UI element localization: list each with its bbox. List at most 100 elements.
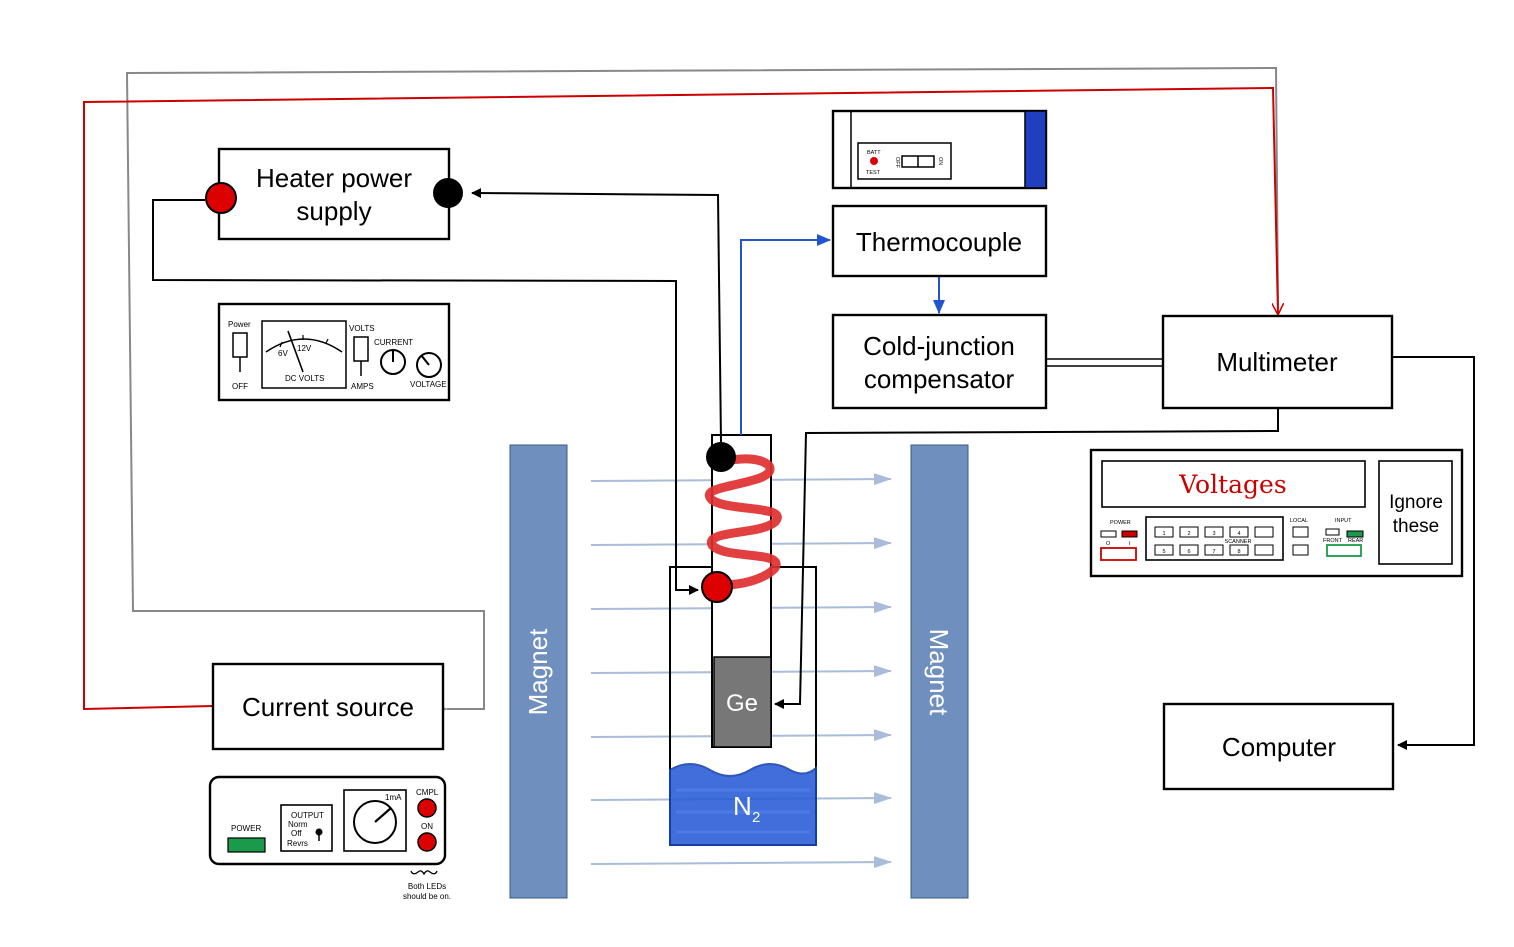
coil-bottom-terminal	[701, 571, 733, 603]
batt-test-led	[870, 157, 878, 165]
svg-text:2: 2	[1187, 531, 1190, 537]
nitrogen-bath: N 2	[669, 763, 817, 846]
svg-text:supply: supply	[296, 196, 371, 226]
current-power-button[interactable]	[227, 837, 266, 853]
heater-coil	[704, 454, 782, 590]
svg-text:Multimeter: Multimeter	[1216, 347, 1338, 377]
multimeter-box: Multimeter	[1161, 314, 1394, 410]
current-panel: POWER OUTPUT Norm Off Revrs 1mA CMPL ON …	[208, 775, 451, 901]
range-knob[interactable]	[353, 800, 397, 844]
svg-text:these: these	[1393, 516, 1439, 537]
svg-text:1: 1	[1162, 531, 1165, 537]
svg-text:Current source: Current source	[242, 692, 414, 722]
probe-wires	[152, 188, 1475, 750]
svg-text:POWER: POWER	[231, 824, 261, 833]
heater-power-switch[interactable]	[232, 332, 248, 358]
svg-text:INPUT: INPUT	[1335, 518, 1352, 524]
heater-panel: Power OFF 6V 12V DC VOLTS VOLTS AMPS CUR…	[217, 302, 451, 402]
svg-text:Norm: Norm	[288, 820, 308, 829]
svg-text:6: 6	[1187, 549, 1190, 555]
svg-text:AMPS: AMPS	[351, 382, 374, 391]
svg-text:Ignore: Ignore	[1389, 492, 1443, 513]
red-wire	[83, 86, 1278, 711]
local-button-2[interactable]	[1292, 544, 1309, 556]
on-led	[417, 832, 437, 852]
svg-text:TEST: TEST	[866, 170, 881, 176]
coil-top-terminal	[706, 442, 736, 472]
scanner-key[interactable]	[1254, 526, 1274, 538]
computer-box: Computer	[1162, 702, 1395, 791]
svg-text:DC VOLTS: DC VOLTS	[285, 374, 324, 383]
svg-text:BATT: BATT	[867, 150, 881, 156]
current-knob[interactable]	[380, 349, 406, 375]
svg-text:should be on.: should be on.	[403, 892, 451, 901]
svg-text:Ge: Ge	[726, 690, 758, 717]
svg-text:12V: 12V	[297, 344, 312, 353]
svg-text:VOLTAGE: VOLTAGE	[410, 380, 447, 389]
svg-text:LOCAL: LOCAL	[1290, 518, 1308, 524]
local-button[interactable]	[1292, 526, 1309, 538]
svg-text:Power: Power	[228, 320, 251, 329]
svg-text:8: 8	[1237, 549, 1240, 555]
heater-red-terminal[interactable]	[205, 182, 237, 214]
voltage-knob[interactable]	[416, 352, 442, 378]
svg-text:Both LEDs: Both LEDs	[408, 882, 446, 891]
ge-sample: Ge	[713, 656, 772, 748]
cmpl-led	[417, 798, 437, 818]
svg-text:5: 5	[1162, 549, 1165, 555]
scanner-key[interactable]	[1254, 544, 1274, 556]
svg-text:7: 7	[1212, 549, 1215, 555]
heater-black-terminal[interactable]	[433, 178, 463, 208]
svg-text:FRONT: FRONT	[1323, 538, 1343, 544]
scanner-key[interactable]	[1204, 544, 1224, 556]
svg-text:POWER: POWER	[1110, 520, 1131, 526]
nitrogen-label: N	[733, 791, 752, 821]
scanner-key[interactable]	[1154, 544, 1174, 556]
scanner-key[interactable]	[1229, 544, 1249, 556]
svg-text:OFF: OFF	[232, 382, 248, 391]
svg-text:Off: Off	[291, 829, 302, 838]
input-select-button[interactable]	[1326, 544, 1362, 557]
svg-text:O: O	[1106, 541, 1111, 547]
svg-text:Voltages: Voltages	[1178, 470, 1286, 499]
svg-text:Magnet: Magnet	[523, 628, 553, 715]
multimeter-power-button[interactable]	[1100, 547, 1137, 561]
svg-text:Computer: Computer	[1222, 732, 1336, 762]
svg-text:CURRENT: CURRENT	[374, 338, 413, 347]
svg-text:ON: ON	[937, 157, 943, 165]
svg-text:VOLTS: VOLTS	[349, 324, 375, 333]
svg-text:4: 4	[1237, 531, 1240, 537]
svg-text:CMPL: CMPL	[416, 788, 439, 797]
scanner-key[interactable]	[1179, 526, 1199, 538]
svg-text:SCANNER: SCANNER	[1225, 539, 1252, 545]
nitrogen-subscript: 2	[752, 809, 760, 826]
scanner-key[interactable]	[1154, 526, 1174, 538]
svg-text:OFF: OFF	[894, 157, 900, 169]
magnet-right: Magnet	[910, 444, 969, 899]
scanner-key[interactable]	[1179, 544, 1199, 556]
thermo-panel: BATT TEST OFF ON	[831, 109, 1048, 190]
svg-text:Cold-junction: Cold-junction	[863, 331, 1015, 361]
cold-junction-box: Cold-junction compensator	[831, 313, 1048, 410]
svg-text:6V: 6V	[278, 349, 288, 358]
svg-text:ON: ON	[421, 822, 433, 831]
svg-text:3: 3	[1212, 531, 1215, 537]
svg-text:compensator: compensator	[864, 364, 1015, 394]
dc-volts-meter: 6V 12V DC VOLTS	[261, 320, 347, 389]
svg-text:1mA: 1mA	[385, 793, 402, 802]
scanner-key[interactable]	[1229, 526, 1249, 538]
volts-amps-switch[interactable]	[353, 336, 369, 362]
multimeter-panel: Voltages Ignore these POWER O I 1 2 3 4 …	[1089, 448, 1464, 578]
svg-text:Magnet: Magnet	[924, 629, 954, 716]
brace-icon	[410, 870, 438, 876]
gray-wire	[125, 66, 1279, 715]
voltages-display	[1101, 460, 1366, 508]
thermocouple-box: Thermocouple	[831, 204, 1048, 278]
svg-text:Heater power: Heater power	[256, 163, 412, 193]
svg-text:I: I	[1129, 541, 1131, 547]
svg-text:OUTPUT: OUTPUT	[291, 811, 324, 820]
current-source-box: Current source	[211, 662, 445, 751]
scanner-key[interactable]	[1204, 526, 1224, 538]
output-toggle[interactable]	[315, 828, 323, 842]
